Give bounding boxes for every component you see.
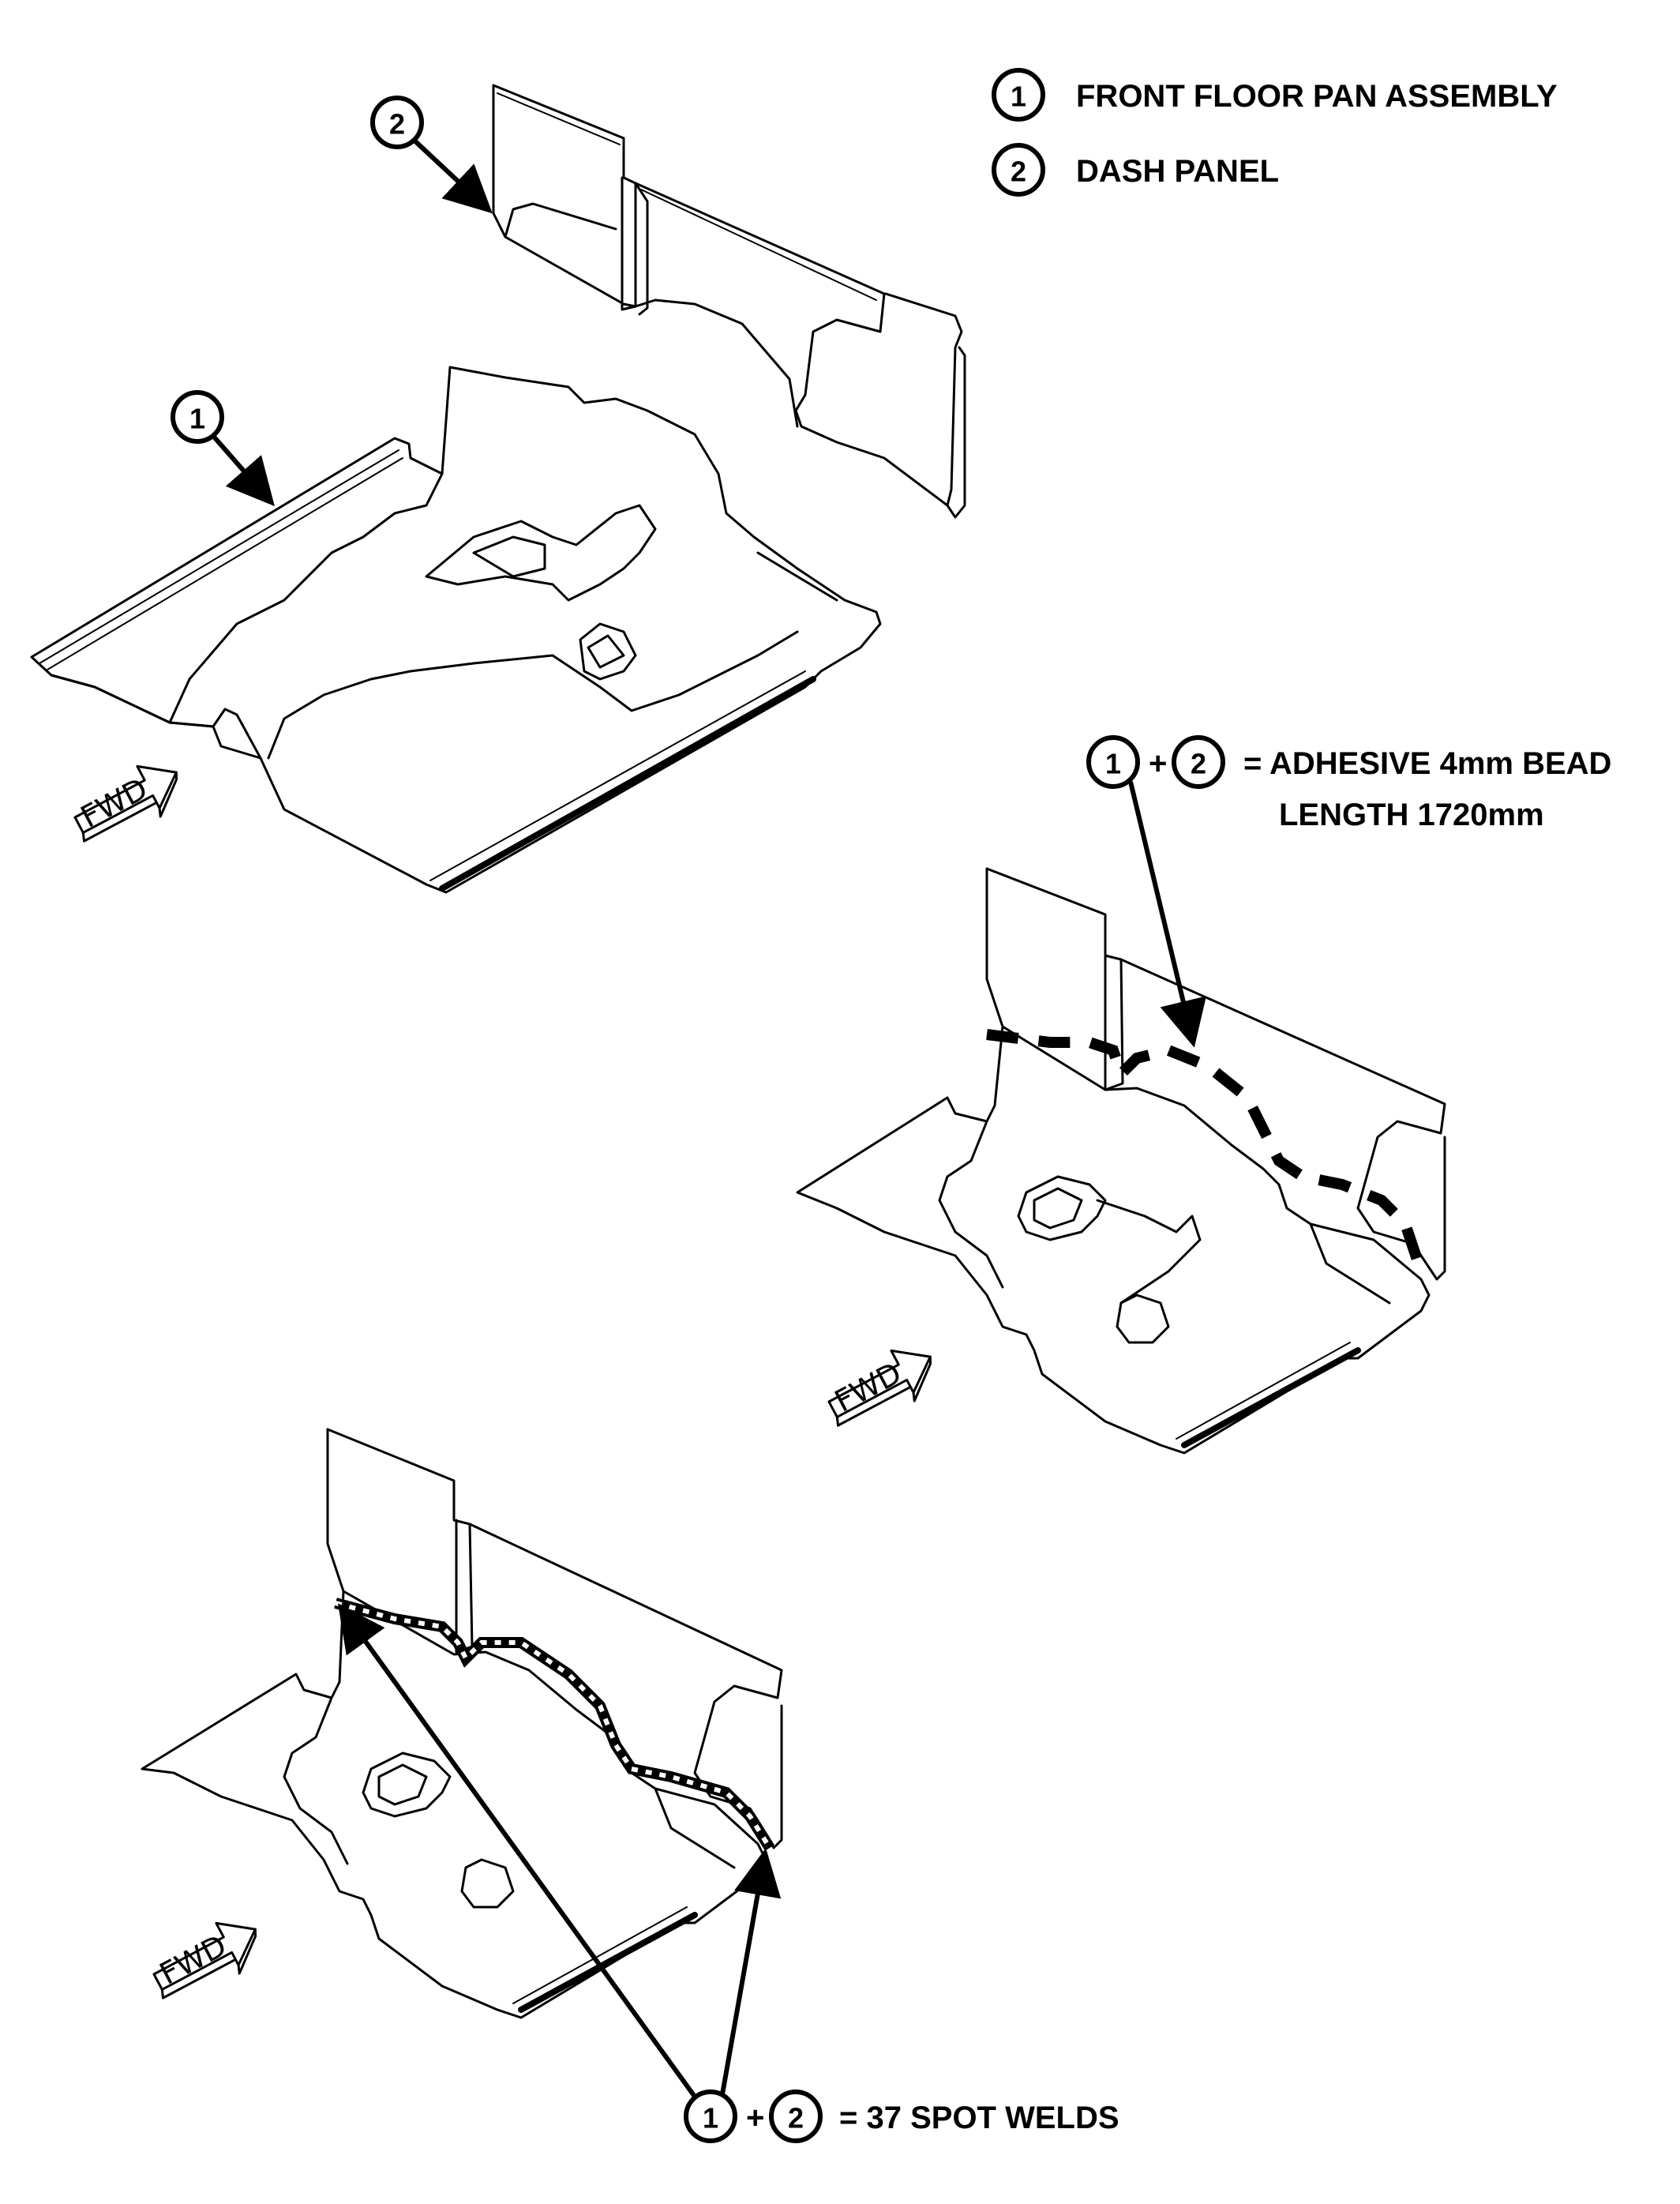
- callout-circle: [370, 96, 424, 149]
- dash-panel-exploded: [492, 84, 966, 519]
- callout-number-1: 1: [1105, 748, 1121, 780]
- callout-spot-welds: 1 + 2 = 37 SPOT WELDS: [337, 1603, 1119, 2143]
- assembly-adhesive: [796, 867, 1446, 1455]
- leader-arrow: [211, 434, 275, 507]
- callout-number-1: 1: [189, 403, 205, 435]
- callout-dash-exploded: 2: [370, 96, 493, 214]
- callout-number-1: 1: [703, 2102, 718, 2135]
- floor-pan-exploded: [30, 366, 882, 894]
- assembly-spot-welds: [141, 1428, 783, 2019]
- callout-circle: [684, 2089, 737, 2143]
- legend-num-2: 2: [1011, 156, 1026, 188]
- legend-label-floor-pan: FRONT FLOOR PAN ASSEMBLY: [1076, 79, 1558, 114]
- adhesive-note: = ADHESIVE 4mm BEAD: [1243, 746, 1611, 781]
- view-adhesive: 1 + 2 = ADHESIVE 4mm BEAD LENGTH 1720mm …: [796, 735, 1611, 1455]
- callout-number-2: 2: [788, 2102, 804, 2135]
- plus-sign: +: [746, 2101, 764, 2135]
- adhesive-length-note: LENGTH 1720mm: [1279, 798, 1544, 832]
- legend-item-1: 1 FRONT FLOOR PAN ASSEMBLY: [992, 68, 1558, 122]
- fwd-arrow-2: FWD: [827, 1349, 932, 1427]
- callout-circle-1: [992, 68, 1045, 122]
- callout-circle: [769, 2089, 823, 2143]
- legend-label-dash-panel: DASH PANEL: [1076, 154, 1279, 189]
- legend-num-1: 1: [1011, 81, 1026, 113]
- fwd-arrow-1: FWD: [73, 764, 178, 843]
- callout-circle: [1172, 735, 1225, 789]
- callout-number-2: 2: [389, 108, 405, 141]
- view-spot-welds: 1 + 2 = 37 SPOT WELDS FWD: [141, 1428, 1119, 2143]
- legend: 1 FRONT FLOOR PAN ASSEMBLY 2 DASH PANEL: [992, 68, 1558, 197]
- leader-arrow-left: [337, 1603, 697, 2098]
- leader-arrow-right: [720, 1848, 782, 2095]
- adhesive-bead: [986, 1029, 1427, 1274]
- spot-weld-note: = 37 SPOT WELDS: [839, 2101, 1119, 2135]
- plus-sign: +: [1149, 746, 1167, 781]
- fwd-arrow-3: FWD: [152, 1921, 257, 1999]
- callout-number-2: 2: [1191, 748, 1206, 780]
- callout-circle-2: [992, 143, 1045, 197]
- callout-circle: [171, 390, 224, 444]
- callout-circle: [1086, 735, 1140, 789]
- callout-adhesive: 1 + 2 = ADHESIVE 4mm BEAD LENGTH 1720mm: [1086, 735, 1611, 1048]
- spot-weld-seam: [334, 1598, 774, 1851]
- view-exploded: 2 1 FWD: [30, 84, 966, 894]
- leader-arrow: [1128, 781, 1206, 1048]
- callout-floor-exploded: 1: [171, 390, 275, 507]
- legend-item-2: 2 DASH PANEL: [992, 143, 1279, 197]
- leader-arrow: [412, 138, 493, 214]
